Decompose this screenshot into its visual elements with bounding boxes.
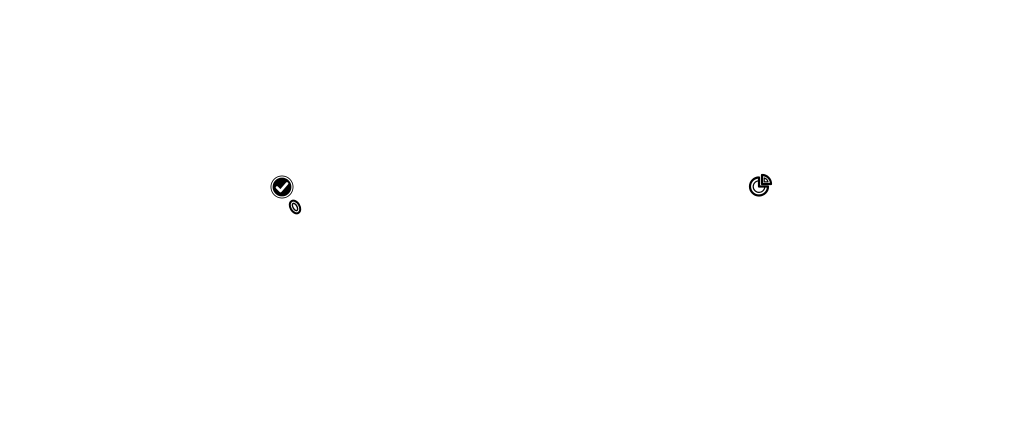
check-circle-icon[interactable]	[269, 174, 297, 202]
pie-chart-icon[interactable]	[747, 172, 775, 200]
link-icon[interactable]	[286, 197, 304, 217]
